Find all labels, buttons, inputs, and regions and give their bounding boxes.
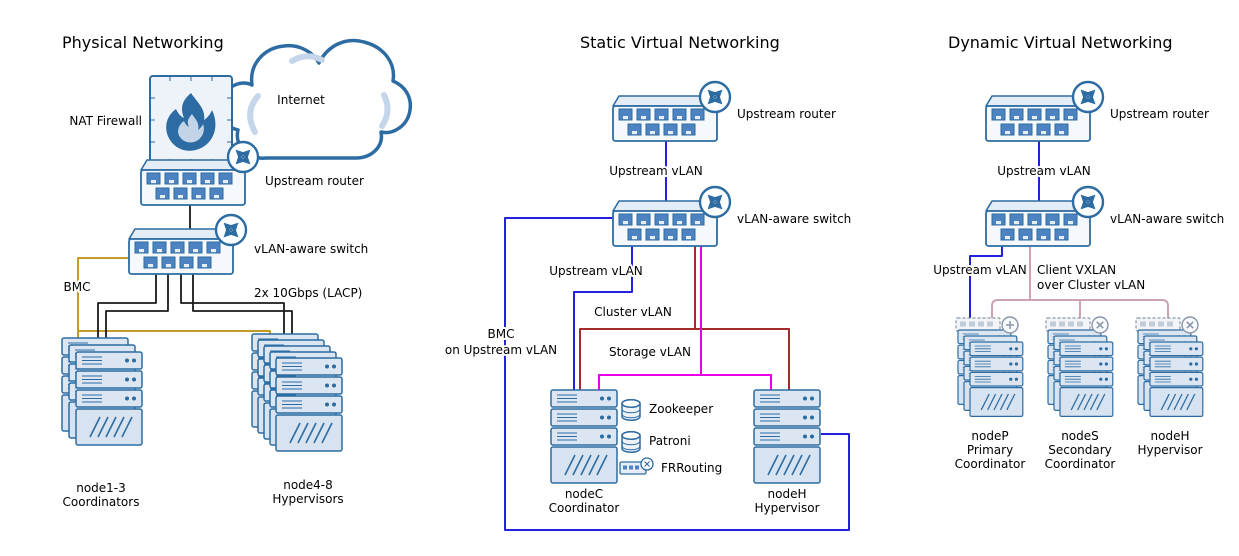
server-stack	[1138, 330, 1203, 416]
dynamic-virtual-panel: Dynamic Virtual Networking Upstream rout…	[931, 33, 1224, 471]
router-icon	[1073, 82, 1103, 112]
nodep-stack	[955, 316, 1023, 416]
remove-node-icon	[1181, 316, 1199, 334]
nodes-label-1: nodeS	[1061, 429, 1099, 443]
ghost-node-unit	[955, 317, 1001, 332]
wire-lacp-right-2	[192, 274, 293, 340]
physical-title: Physical Networking	[62, 33, 224, 52]
static-virtual-title: Static Virtual Networking	[580, 33, 780, 52]
vlan-switch-label: vLAN-aware switch	[254, 242, 368, 256]
bmc-label-2: on Upstream vLAN	[445, 343, 557, 357]
nodes-stack	[1045, 316, 1113, 416]
wire-upstream-vlan-nodec	[573, 246, 633, 390]
wire-cluster-vlan	[579, 246, 790, 390]
zookeeper-database-icon	[621, 398, 641, 422]
upstream-vlan-link-label: Upstream vLAN	[997, 164, 1091, 178]
upstream-vlan-link-label: Upstream vLAN	[609, 164, 703, 178]
static-virtual-panel: Static Virtual Networking Upstream route…	[443, 33, 851, 531]
wire-storage-vlan	[598, 246, 772, 390]
nodes-label-2: Secondary	[1048, 443, 1112, 457]
nodep-label-1: nodeP	[971, 429, 1008, 443]
upstream-router-label: Upstream router	[265, 174, 364, 188]
dynamic-virtual-title: Dynamic Virtual Networking	[948, 33, 1173, 52]
nodec-label-2: Coordinator	[549, 501, 620, 515]
server-stack	[1048, 330, 1113, 416]
patroni-database-icon	[621, 430, 641, 454]
nodeh-server	[754, 390, 820, 483]
nat-firewall	[149, 75, 233, 165]
add-node-icon	[1001, 316, 1019, 334]
ghost-node-unit	[1135, 317, 1181, 332]
frrouting-label: FRRouting	[661, 461, 722, 475]
upstream-router-label: Upstream router	[1110, 107, 1209, 121]
switch-router-icon	[700, 187, 730, 217]
wire-lacp-left-1	[97, 274, 157, 338]
ghost-node-unit	[1045, 317, 1091, 332]
wire-bmc-upstream-vlan	[504, 217, 850, 531]
coordinators-label-2: Coordinators	[63, 495, 140, 509]
upstream-vlan-label: Upstream vLAN	[549, 264, 643, 278]
frrouting-switch-icon	[619, 457, 654, 475]
zookeeper-label: Zookeeper	[649, 402, 713, 416]
wire-client-vxlan	[991, 246, 1169, 318]
nodeh-label-2: Hypervisor	[1137, 443, 1202, 457]
nodeh-stack	[1135, 316, 1203, 416]
server-stack	[958, 330, 1023, 416]
upstream-router-device	[141, 160, 245, 205]
bmc-label-1: BMC	[488, 327, 515, 341]
nodec-label-1: nodeC	[565, 487, 603, 501]
router-icon	[700, 82, 730, 112]
upstream-vlan-label: Upstream vLAN	[933, 263, 1027, 277]
nodep-label-3: Coordinator	[955, 457, 1026, 471]
bmc-label: BMC	[64, 280, 91, 294]
wire-lacp-left-2	[105, 274, 169, 345]
vlan-switch-label: vLAN-aware switch	[1110, 212, 1224, 226]
switch-router-icon	[216, 215, 246, 245]
patroni-label: Patroni	[649, 434, 691, 448]
nodeh-label-2: Hypervisor	[754, 501, 819, 515]
nodes-label-3: Coordinator	[1045, 457, 1116, 471]
nodec-server	[551, 390, 617, 483]
remove-node-icon	[1091, 316, 1109, 334]
hypervisors-label-1: node4-8	[283, 478, 333, 492]
internet-cloud	[217, 38, 413, 160]
nodeh-label-1: nodeH	[768, 487, 807, 501]
nat-firewall-label: NAT Firewall	[69, 114, 142, 128]
vlan-switch-label: vLAN-aware switch	[737, 212, 851, 226]
server-stack-hypervisors	[252, 334, 342, 451]
physical-panel: Physical Networking Internet NAT Firewal…	[62, 33, 413, 509]
switch-router-icon	[1073, 187, 1103, 217]
storage-vlan-label: Storage vLAN	[609, 345, 691, 359]
coordinators-label-1: node1-3	[76, 481, 126, 495]
cluster-vlan-label: Cluster vLAN	[594, 305, 672, 319]
client-vxlan-label-1: Client VXLAN	[1037, 263, 1116, 277]
client-vxlan-label-2: over Cluster vLAN	[1037, 278, 1145, 292]
nodeh-label-1: nodeH	[1151, 429, 1190, 443]
nodep-label-2: Primary	[967, 443, 1013, 457]
upstream-router-label: Upstream router	[737, 107, 836, 121]
wire-upstream-vlan-nodep	[969, 246, 1003, 318]
wire-lacp-right-1	[180, 274, 285, 334]
lacp-label: 2x 10Gbps (LACP)	[254, 286, 362, 300]
router-icon	[228, 142, 258, 172]
server-stack-coordinators	[62, 338, 142, 445]
internet-label: Internet	[277, 93, 325, 107]
hypervisors-label-2: Hypervisors	[272, 492, 343, 506]
